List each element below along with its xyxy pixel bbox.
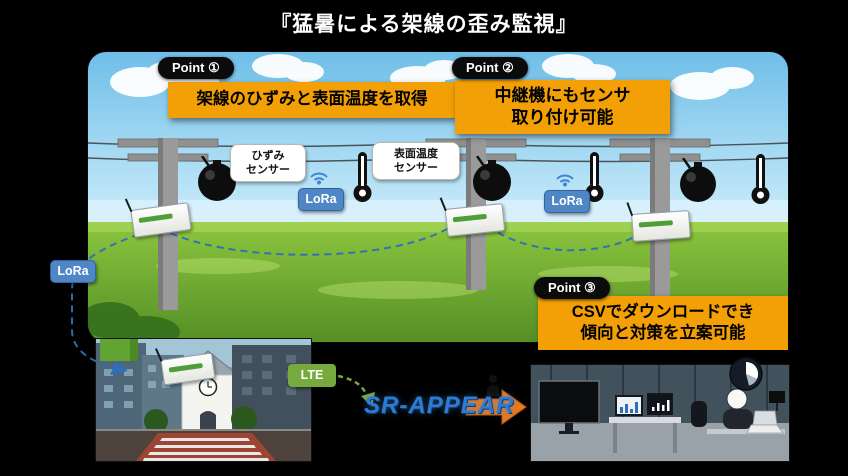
wifi-icon [554,170,576,192]
lte-chip: LTE [288,364,336,387]
point-3-callout: CSVでダウンロードでき 傾向と対策を立案可能 [538,296,788,350]
page-title: 『猛暑による架線の歪み監視』 [270,13,578,36]
point-2-badge: Point ② [452,57,528,79]
point-3-text-line1: CSVでダウンロードでき [571,302,755,321]
worker-body [723,409,753,429]
point-3-text-line2: 傾向と対策を立案可能 [580,324,746,342]
lora-chip: LoRa [544,190,590,213]
surface-label-line1: 表面温度 [394,147,438,160]
lora-chip: LoRa [50,260,96,283]
point-2-text-line2: 取り付け可能 [511,108,614,127]
point-1-callout: 架線のひずみと表面温度を取得 [168,82,456,118]
surface-temp-sensor-label: 表面温度 センサー [372,142,460,180]
surface-label-line2: センサー [394,162,438,174]
tree-icon [144,409,168,433]
thermometer-icon [748,152,774,211]
thermometer-icon [582,150,608,209]
point-3-badge: Point ③ [534,277,610,299]
point-2-callout: 中継機にもセンサ 取り付け可能 [455,80,670,134]
point-1-badge: Point ① [158,57,234,79]
point-2-text-line1: 中継機にもセンサ [494,85,631,105]
pie-chart-icon [728,356,764,397]
wifi-icon [308,168,330,190]
tree-icon [231,406,257,432]
strain-sensor-icon [676,157,720,209]
strain-label-line2: センサー [246,164,290,176]
display-monitor [538,380,600,424]
thermometer-icon [350,150,376,209]
display-monitor [769,391,785,403]
lora-chip: LoRa [298,188,344,211]
sr-appear-logo: SR-APPEAR [364,392,515,419]
strain-sensor-label: ひずみ センサー [230,144,306,182]
laptop-icon [746,424,784,434]
strain-sensor-icon [195,155,239,207]
strain-label-line1: ひずみ [251,149,285,162]
strain-sensor-icon [470,155,514,207]
office-chair [691,401,707,427]
lora-relay-device [631,210,691,242]
point-1-text: 架線のひずみと表面温度を取得 [196,90,428,109]
